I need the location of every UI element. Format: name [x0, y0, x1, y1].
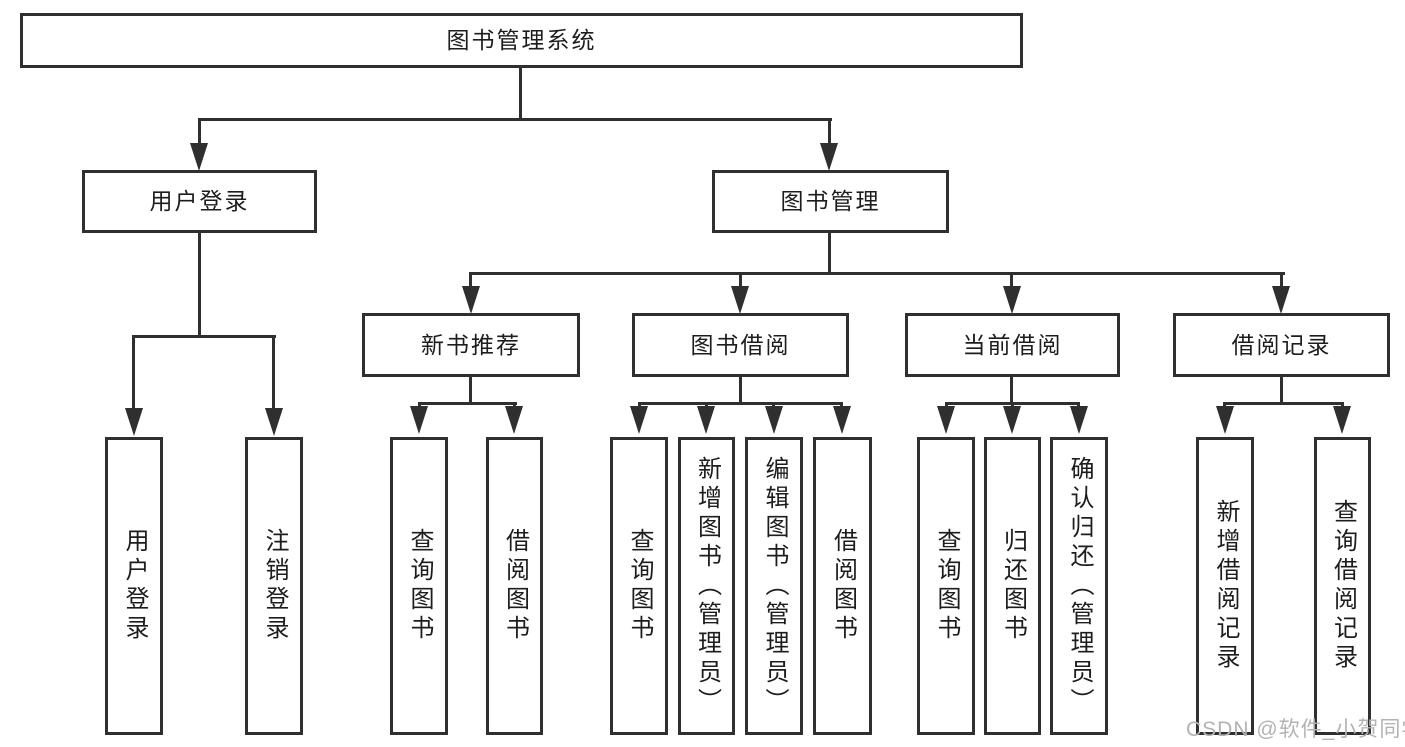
connector-line	[739, 272, 742, 292]
connector-line	[828, 233, 831, 274]
arrow-down-icon	[1272, 286, 1290, 314]
connector-line	[1280, 272, 1283, 292]
leaf-logout: 注销登录	[245, 437, 303, 735]
arrow-down-icon	[1003, 406, 1021, 434]
connector-line	[198, 118, 832, 121]
arrow-down-icon	[765, 406, 783, 434]
connector-line	[418, 402, 517, 405]
connector-line	[1280, 377, 1283, 404]
leaf-add-borrow-record: 新增借阅记录	[1196, 437, 1254, 735]
connector-line	[198, 233, 201, 337]
arrow-down-icon	[731, 286, 749, 314]
connector-line	[1010, 272, 1013, 292]
node-current-borrow: 当前借阅	[905, 313, 1120, 377]
leaf-borrow-query-books: 查询图书	[610, 437, 668, 735]
leaf-add-book-admin: 新增图书（管理员）	[678, 437, 735, 735]
leaf-user-login: 用户登录	[105, 437, 163, 735]
connector-line	[469, 377, 472, 404]
leaf-edit-book-admin: 编辑图书（管理员）	[745, 437, 803, 735]
connector-line	[1010, 377, 1013, 404]
leaf-recommend-borrow-books: 借阅图书	[486, 437, 543, 735]
leaf-borrow-books: 借阅图书	[813, 437, 872, 735]
node-root-system: 图书管理系统	[20, 13, 1023, 68]
connector-line	[638, 402, 843, 405]
arrow-down-icon	[190, 143, 208, 171]
node-book-management: 图书管理	[712, 170, 949, 233]
node-book-borrow: 图书借阅	[632, 313, 849, 377]
leaf-query-borrow-record: 查询借阅记录	[1314, 437, 1371, 735]
connector-line	[1223, 402, 1344, 405]
arrow-down-icon	[1216, 406, 1234, 434]
leaf-current-query-books: 查询图书	[917, 437, 975, 735]
arrow-down-icon	[1003, 286, 1021, 314]
connector-line	[132, 335, 135, 412]
arrow-down-icon	[505, 406, 523, 434]
connector-line	[828, 118, 831, 148]
connector-line	[198, 118, 201, 148]
arrow-down-icon	[462, 286, 480, 314]
arrow-down-icon	[410, 406, 428, 434]
leaf-recommend-query-books: 查询图书	[390, 437, 448, 735]
arrow-down-icon	[1333, 406, 1351, 434]
arrow-down-icon	[697, 406, 715, 434]
arrow-down-icon	[937, 406, 955, 434]
arrow-down-icon	[833, 406, 851, 434]
connector-line	[132, 335, 276, 338]
node-new-book-recommend: 新书推荐	[362, 313, 580, 377]
arrow-down-icon	[1070, 406, 1088, 434]
leaf-return-books: 归还图书	[984, 437, 1041, 735]
connector-line	[470, 272, 1285, 275]
arrow-down-icon	[820, 143, 838, 171]
arrow-down-icon	[630, 406, 648, 434]
node-borrow-records: 借阅记录	[1173, 313, 1390, 377]
arrow-down-icon	[125, 408, 143, 436]
connector-line	[739, 377, 742, 404]
node-user-login: 用户登录	[82, 170, 317, 233]
watermark: CSDN @软件_小贺同学	[1186, 718, 1405, 741]
connector-line	[272, 335, 275, 412]
connector-line	[469, 272, 472, 292]
connector-line	[519, 68, 522, 120]
leaf-confirm-return-admin: 确认归还（管理员）	[1050, 437, 1108, 735]
arrow-down-icon	[265, 408, 283, 436]
